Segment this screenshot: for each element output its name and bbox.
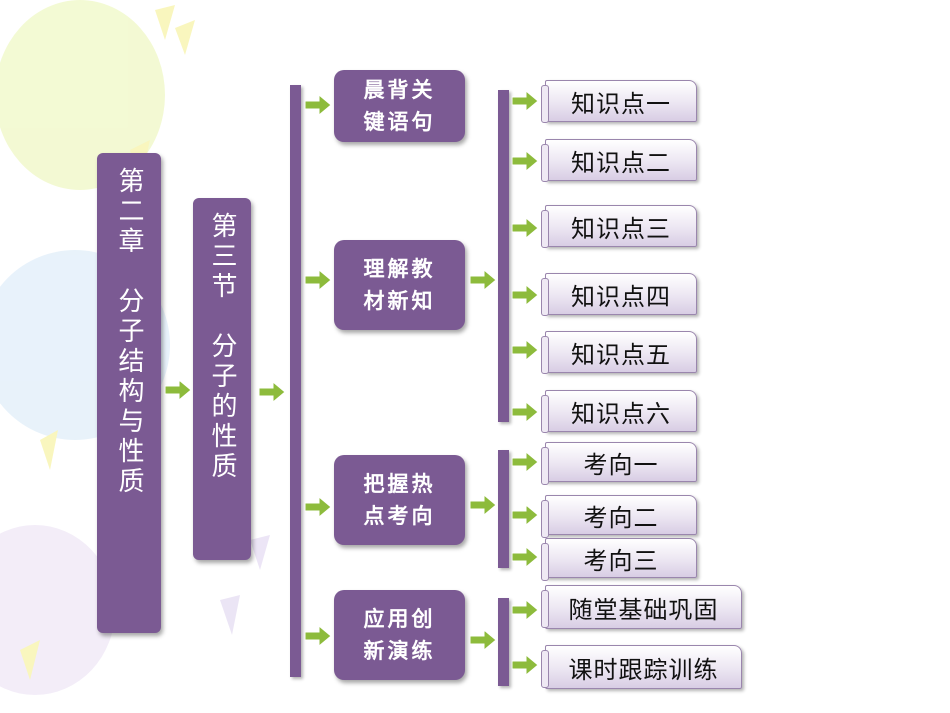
exam-topic-3[interactable]: 考向三 (541, 538, 697, 581)
arrow-icon (305, 626, 331, 646)
arrow-icon (512, 285, 538, 305)
arrow-icon (470, 630, 496, 650)
item-label: 随堂基础巩固 (568, 595, 719, 624)
module-label: 理解教 材新知 (363, 257, 436, 313)
module-morning-recitation[interactable]: 晨背关 键语句 (334, 70, 465, 142)
section-title-text: 第三节 分子的性质 (207, 212, 237, 482)
module-label: 晨背关 键语句 (363, 78, 436, 134)
chapter-title: 第二章 分子结构与性质 (97, 153, 161, 633)
arrow-icon (512, 452, 538, 472)
arrow-icon (305, 95, 331, 115)
arrow-icon (512, 91, 538, 111)
knowledge-point-1[interactable]: 知识点一 (541, 80, 697, 123)
arrow-icon (512, 655, 538, 675)
practice-in-class[interactable]: 随堂基础巩固 (541, 585, 742, 629)
item-label: 知识点二 (571, 148, 671, 177)
item-label: 知识点四 (571, 282, 671, 311)
module-label: 把握热 点考向 (363, 472, 436, 528)
section-title: 第三节 分子的性质 (193, 198, 251, 560)
arrow-icon (512, 402, 538, 422)
knowledge-point-5[interactable]: 知识点五 (541, 331, 697, 374)
item-label: 知识点五 (571, 340, 671, 369)
arrow-icon (512, 218, 538, 238)
item-label: 知识点一 (571, 89, 671, 118)
arrow-icon (259, 382, 285, 402)
exam-topic-1[interactable]: 考向一 (541, 442, 697, 485)
knowledge-point-3[interactable]: 知识点三 (541, 205, 697, 248)
arrow-icon (512, 547, 538, 567)
module-hot-topics[interactable]: 把握热 点考向 (334, 455, 465, 545)
topics-connector-bar (498, 450, 509, 568)
knowledge-point-2[interactable]: 知识点二 (541, 139, 697, 182)
arrow-icon (512, 340, 538, 360)
item-label: 知识点六 (571, 399, 671, 428)
item-label: 考向一 (583, 450, 659, 479)
knowledge-point-4[interactable]: 知识点四 (541, 273, 697, 316)
arrow-icon (512, 151, 538, 171)
item-label: 知识点三 (571, 214, 671, 243)
arrow-icon (305, 497, 331, 517)
arrow-icon (512, 505, 538, 525)
item-label: 考向三 (583, 546, 659, 575)
arrow-icon (512, 600, 538, 620)
chapter-title-text: 第二章 分子结构与性质 (114, 167, 144, 497)
practice-after-class[interactable]: 课时跟踪训练 (541, 645, 742, 689)
module-textbook-knowledge[interactable]: 理解教 材新知 (334, 240, 465, 330)
knowledge-point-6[interactable]: 知识点六 (541, 390, 697, 433)
item-label: 课时跟踪训练 (568, 655, 719, 684)
arrow-icon (305, 270, 331, 290)
arrow-icon (470, 270, 496, 290)
arrow-icon (470, 495, 496, 515)
exam-topic-2[interactable]: 考向二 (541, 495, 697, 538)
practice-connector-bar (498, 598, 509, 686)
arrow-icon (165, 380, 191, 400)
module-label: 应用创 新演练 (363, 607, 436, 663)
item-label: 考向二 (583, 503, 659, 532)
main-connector-bar (290, 85, 301, 677)
module-practice[interactable]: 应用创 新演练 (334, 590, 465, 680)
knowledge-connector-bar (498, 90, 509, 422)
